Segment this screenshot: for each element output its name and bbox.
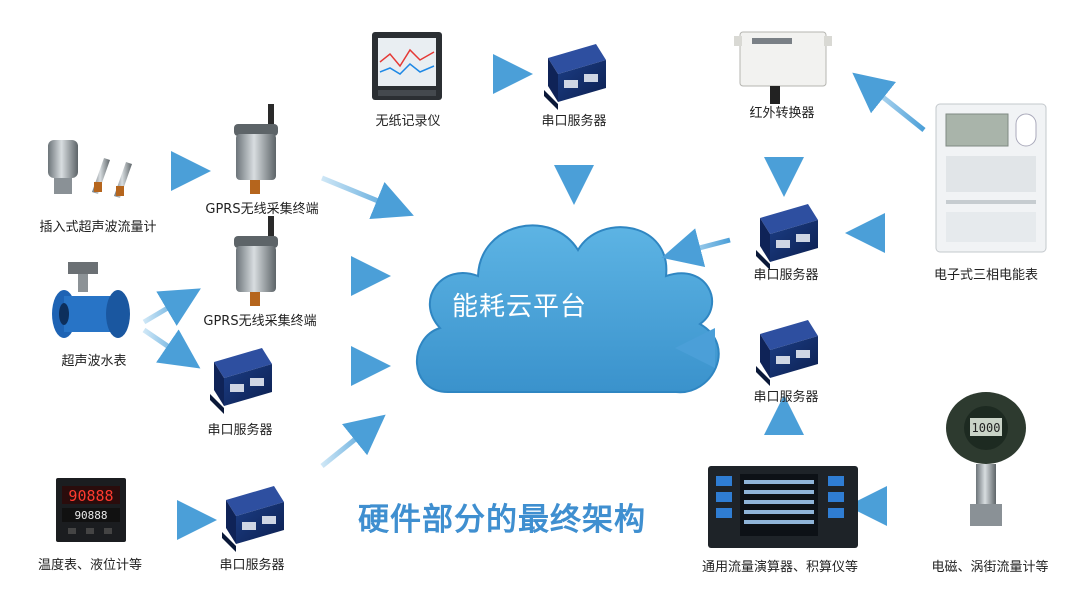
serial-server-left-bottom-device (222, 486, 284, 552)
ultrasonic-water-meter-device (52, 262, 130, 338)
arrow-water-to-serial (142, 327, 201, 369)
infrared-converter-label: 红外转换器 (749, 106, 815, 121)
serial-server-right-mid-device (756, 320, 818, 386)
paperless-recorder-label: 无纸记录仪 (375, 114, 441, 129)
gprs-terminal-1-label: GPRS无线采集终端 (205, 202, 319, 217)
serial-server-left-mid-device (210, 348, 272, 414)
insertion-flowmeter-label: 插入式超声波流量计 (39, 220, 157, 235)
cloud-platform-label: 能耗云平台 (452, 292, 588, 322)
arrow-serial-bottom-to-cloud (320, 414, 386, 468)
temp-meter-top-readout: 90888 (68, 487, 113, 505)
flow-calculator-device (708, 466, 858, 548)
flow-calculator-label: 通用流量演算器、积算仪等 (701, 560, 859, 575)
paperless-recorder-device (372, 32, 442, 100)
serial-server-right-top-device (756, 204, 818, 270)
gprs-terminal-1-device (234, 104, 278, 194)
flow-arrows (142, 54, 930, 540)
electronic-meter-device (935, 103, 1047, 253)
temp-level-meters-label: 温度表、液位计等 (37, 558, 143, 573)
gprs-terminal-2-device (234, 216, 278, 306)
ultrasonic-water-meter-label: 超声波水表 (61, 354, 127, 369)
diagram-title: 硬件部分的最终架构 (358, 502, 646, 538)
cloud-platform (416, 224, 720, 394)
transmitter-display-readout: 1000 (972, 421, 1001, 435)
em-vortex-flowmeter-label: 电磁、涡街流量计等 (931, 560, 1049, 575)
insertion-flowmeter-device (48, 140, 132, 198)
infrared-converter-device (734, 31, 832, 104)
em-vortex-flowmeter-device: 1000 (946, 392, 1026, 526)
arrow-meter-to-infrared (852, 72, 926, 132)
temperature-meter-device: 90888 90888 (56, 478, 126, 542)
arrow-gprs1-to-cloud (321, 175, 414, 220)
serial-server-top-label: 串口服务器 (541, 114, 607, 129)
temp-meter-bottom-readout: 90888 (74, 509, 107, 522)
serial-server-right-top-label: 串口服务器 (753, 268, 819, 283)
gprs-terminal-2-label: GPRS无线采集终端 (203, 314, 317, 329)
arrow-serial-right-top-to-cloud (661, 228, 731, 268)
serial-server-right-mid-label: 串口服务器 (753, 390, 819, 405)
serial-server-top-device (544, 44, 606, 110)
electronic-meter-label: 电子式三相电能表 (933, 268, 1039, 283)
serial-server-left-mid-label: 串口服务器 (207, 423, 273, 438)
serial-server-left-bottom-label: 串口服务器 (219, 558, 285, 573)
arrow-water-to-gprs2 (142, 288, 201, 326)
